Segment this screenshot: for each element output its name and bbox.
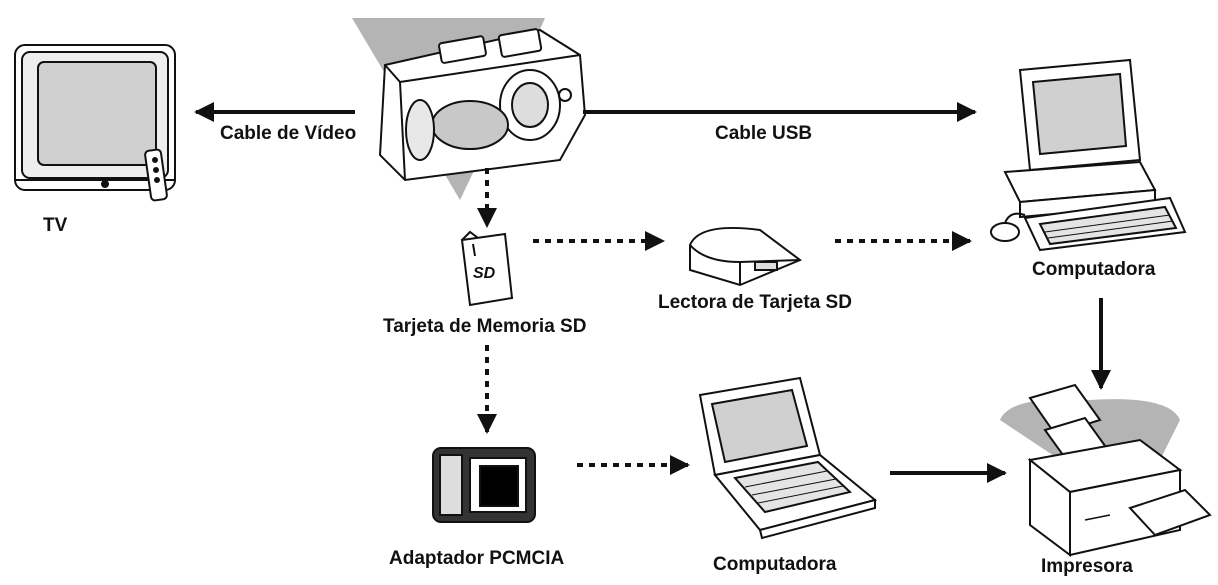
sd-logo: SD: [473, 265, 496, 282]
sd-card-label: Tarjeta de Memoria SD: [383, 316, 587, 337]
camera-icon: [378, 28, 587, 182]
sd-reader-label: Lectora de Tarjeta SD: [658, 292, 852, 313]
laptop-computer-label: Computadora: [713, 554, 837, 575]
computer-top-label: Computadora: [1032, 259, 1156, 280]
desktop-computer-icon: [990, 58, 1187, 252]
laptop-icon: [698, 376, 878, 540]
printer-icon: [1027, 383, 1212, 557]
usb-cable-label: Cable USB: [715, 123, 813, 144]
tv-label: TV: [43, 215, 68, 236]
sd-card-reader-icon: [689, 226, 802, 287]
video-cable-label: Cable de Vídeo: [220, 123, 357, 144]
pcmcia-adapter-icon: [432, 447, 536, 523]
sd-card-icon: [460, 230, 514, 307]
pcmcia-label: Adaptador PCMCIA: [389, 548, 565, 569]
tv-icon: [14, 44, 176, 202]
printer-label: Impresora: [1041, 556, 1133, 577]
